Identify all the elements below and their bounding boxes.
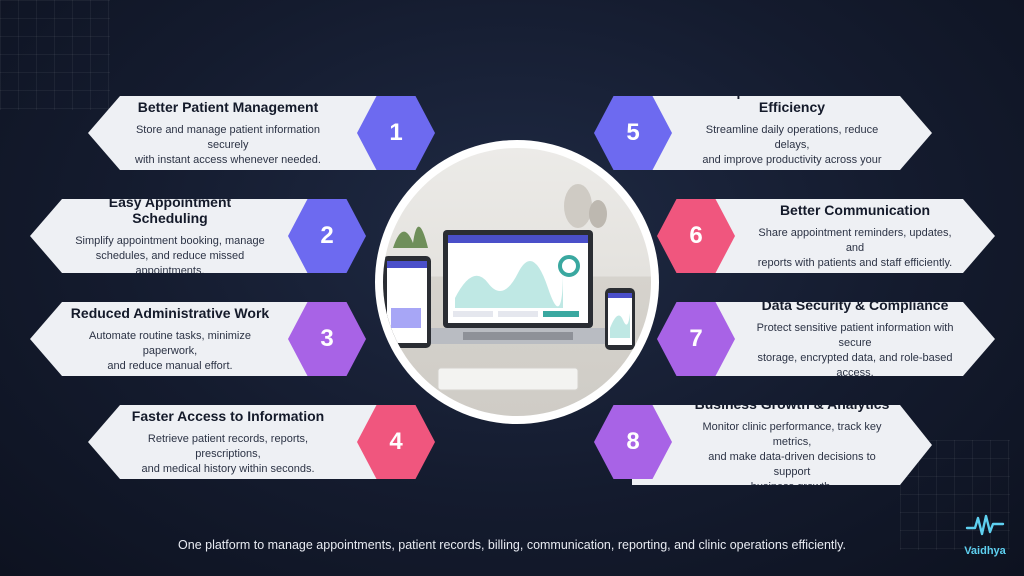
heartbeat-logo-icon xyxy=(965,514,1005,536)
feature-number-4: 4 xyxy=(357,405,435,479)
feature-description: Automate routine tasks, minimize paperwo… xyxy=(88,329,251,372)
feature-number-8: 8 xyxy=(594,405,672,479)
desk-scene xyxy=(383,148,651,416)
feature-title: Reduced Administrative Work xyxy=(70,304,270,321)
feature-card-1: Better Patient Management Store and mana… xyxy=(88,96,388,170)
feature-description: Share appointment reminders, updates, an… xyxy=(757,226,953,269)
feature-description: Protect sensitive patient information wi… xyxy=(756,322,954,379)
feature-description: Streamline daily operations, reduce dela… xyxy=(702,124,882,181)
feature-title: Better Communication xyxy=(779,201,931,218)
feature-description: Store and manage patient information sec… xyxy=(135,123,321,166)
device-illustration xyxy=(375,140,659,424)
feature-title: Improved Workflow & Efficiency xyxy=(720,83,864,115)
grid-decoration-top-left xyxy=(0,0,110,110)
feature-title: Better Patient Management xyxy=(137,98,319,115)
feature-title: Data Security & Compliance xyxy=(761,297,949,313)
feature-title: Faster Access to Information xyxy=(131,407,325,424)
brand-logo: Vaidhya xyxy=(955,512,1015,557)
brand-name: Vaidhya xyxy=(964,545,1006,557)
feature-title: Business Growth & Analytics xyxy=(694,395,890,412)
feature-card-4: Faster Access to Information Retrieve pa… xyxy=(88,405,388,479)
feature-card-8: Business Growth & Analytics Monitor clin… xyxy=(632,405,932,485)
feature-description: Retrieve patient records, reports, presc… xyxy=(141,432,315,475)
feature-number-7: 7 xyxy=(657,302,735,376)
feature-number-3: 3 xyxy=(288,302,366,376)
feature-card-6: Better Communication Share appointment r… xyxy=(695,199,995,273)
footer-tagline: One platform to manage appointments, pat… xyxy=(178,538,846,552)
feature-card-7: Data Security & Compliance Protect sensi… xyxy=(695,302,995,376)
laptop-tablet-phone-illustration xyxy=(383,184,635,391)
feature-card-2: Easy Appointment Scheduling Simplify app… xyxy=(30,199,330,273)
feature-description: Monitor clinic performance, track key me… xyxy=(702,420,882,493)
feature-card-3: Reduced Administrative Work Automate rou… xyxy=(30,302,330,376)
feature-title: Easy Appointment Scheduling xyxy=(108,193,232,226)
feature-card-5: Improved Workflow & Efficiency Streamlin… xyxy=(632,96,932,170)
